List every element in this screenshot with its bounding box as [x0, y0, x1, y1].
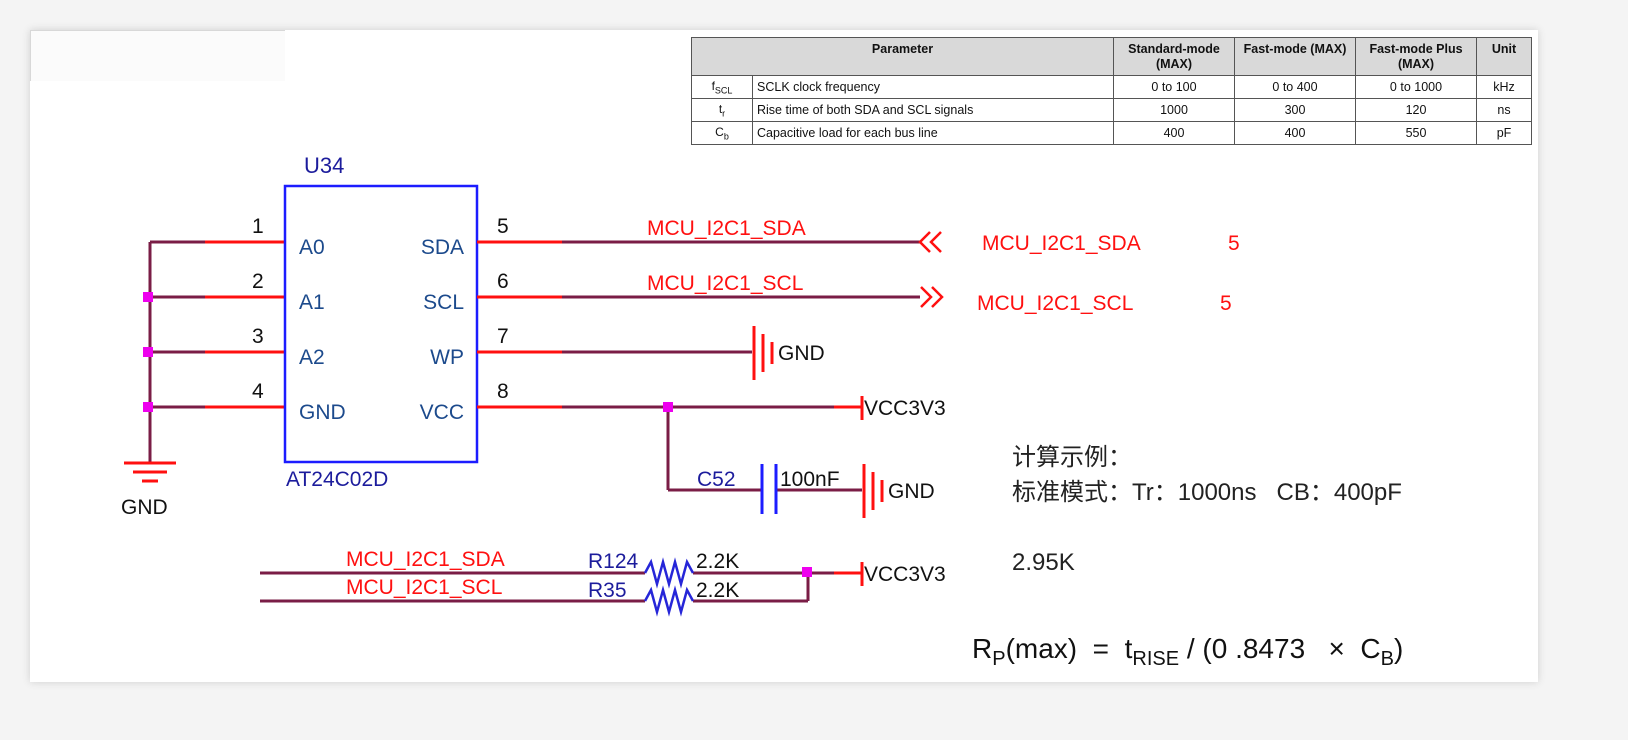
- resistor-ref-r124: R124: [588, 550, 639, 573]
- row-fast-plus: 550: [1355, 121, 1477, 145]
- net-label-sda: MCU_I2C1_SDA: [647, 217, 806, 240]
- row-fast: 0 to 400: [1234, 75, 1356, 99]
- pin-name: GND: [299, 401, 346, 424]
- row-standard: 0 to 100: [1113, 75, 1235, 99]
- ground-label-wp: GND: [778, 342, 825, 365]
- table-row: fSCL SCLK clock frequency 0 to 100 0 to …: [691, 75, 1532, 99]
- ic-ref-designator: U34: [304, 153, 344, 178]
- left-pin-numbers: 1 2 3 4: [252, 215, 264, 403]
- row-unit: pF: [1476, 121, 1532, 145]
- right-pin-stubs: [477, 240, 562, 409]
- vcc-label: VCC3V3: [864, 397, 946, 420]
- resistor-ref-r35: R35: [588, 579, 627, 602]
- pin-number: 6: [497, 270, 509, 293]
- i2c-parameter-table: Parameter Standard-mode (MAX) Fast-mode …: [691, 37, 1532, 145]
- header-fast-mode: Fast-mode (MAX): [1234, 37, 1356, 76]
- pin-name: SDA: [421, 236, 464, 259]
- resistor-value-r124: 2.2K: [696, 550, 739, 573]
- offsheet-label-scl: MCU_I2C1_SCL: [977, 292, 1133, 315]
- left-pin-stubs: [205, 240, 285, 409]
- right-pin-names: SDA SCL WP VCC: [420, 236, 464, 424]
- offsheet-sheet-ref-scl: 5: [1220, 292, 1232, 315]
- capacitor-c52: [760, 464, 778, 514]
- pullup-net-label-scl: MCU_I2C1_SCL: [346, 576, 502, 599]
- rise-time-formula: RP(max) = tRISE / (0 .8473 × CB): [972, 633, 1403, 670]
- resistor-value-r35: 2.2K: [696, 579, 739, 602]
- pin-name: SCL: [423, 291, 464, 314]
- signal-wires: [562, 240, 920, 492]
- left-pin-names: A0 A1 A2 GND: [299, 236, 346, 424]
- row-description: SCLK clock frequency: [752, 75, 1114, 99]
- scl-offsheet-arrow-icon: [920, 286, 944, 308]
- net-label-scl: MCU_I2C1_SCL: [647, 272, 803, 295]
- offsheet-label-sda: MCU_I2C1_SDA: [982, 232, 1141, 255]
- pin-number: 7: [497, 325, 509, 348]
- row-fast: 300: [1234, 98, 1356, 122]
- right-pin-numbers: 5 6 7 8: [497, 215, 509, 403]
- ground-symbol-left: [124, 461, 176, 483]
- table-row: tr Rise time of both SDA and SCL signals…: [691, 98, 1532, 122]
- pullup-vcc-label: VCC3V3: [864, 563, 946, 586]
- calculated-result: 2.95K: [1012, 549, 1075, 576]
- example-line: 标准模式：Tr：1000ns CB：400pF: [1012, 479, 1402, 506]
- pin-name: A0: [299, 236, 325, 259]
- row-unit: kHz: [1476, 75, 1532, 99]
- header-unit: Unit: [1476, 37, 1532, 76]
- pullup-net-label-sda: MCU_I2C1_SDA: [346, 548, 505, 571]
- pin-name: WP: [430, 346, 464, 369]
- table-row: Cb Capacitive load for each bus line 400…: [691, 121, 1532, 145]
- capacitor-ref: C52: [697, 468, 736, 491]
- pin-number: 2: [252, 270, 264, 293]
- pin-number: 1: [252, 215, 264, 238]
- address-ground-bus: [148, 240, 205, 462]
- pin-number: 3: [252, 325, 264, 348]
- offsheet-sheet-ref-sda: 5: [1228, 232, 1240, 255]
- pin-number: 4: [252, 380, 264, 403]
- pullup-wires: [260, 571, 834, 603]
- resistor-r124: [643, 557, 695, 589]
- row-fast-plus: 0 to 1000: [1355, 75, 1477, 99]
- pullup-vcc-symbol: [834, 562, 864, 586]
- header-standard-mode: Standard-mode (MAX): [1113, 37, 1235, 76]
- vcc-power-symbol: [834, 396, 864, 420]
- crop-corner: [30, 30, 285, 81]
- ground-label-left: GND: [121, 496, 168, 519]
- sda-offsheet-arrow-icon: [918, 231, 942, 253]
- pin-name: A2: [299, 346, 325, 369]
- pin-name: A1: [299, 291, 325, 314]
- row-description: Rise time of both SDA and SCL signals: [752, 98, 1114, 122]
- capacitor-value: 100nF: [780, 468, 840, 491]
- wp-ground-symbol: [752, 326, 774, 380]
- row-symbol: tr: [691, 98, 753, 122]
- ic-part-number: AT24C02D: [286, 468, 388, 491]
- ic-body: [283, 184, 479, 464]
- row-standard: 400: [1113, 121, 1235, 145]
- row-description: Capacitive load for each bus line: [752, 121, 1114, 145]
- example-title: 计算示例：: [1012, 444, 1132, 471]
- header-fast-mode-plus: Fast-mode Plus (MAX): [1355, 37, 1477, 76]
- table-header-row: Parameter Standard-mode (MAX) Fast-mode …: [691, 37, 1532, 76]
- row-standard: 1000: [1113, 98, 1235, 122]
- pin-number: 8: [497, 380, 509, 403]
- junction-dots: [143, 292, 812, 577]
- resistor-r35: [643, 585, 695, 617]
- pin-number: 5: [497, 215, 509, 238]
- ground-label-cap: GND: [888, 480, 935, 503]
- capacitor-ground-symbol: [862, 464, 884, 518]
- pin-name: VCC: [420, 401, 464, 424]
